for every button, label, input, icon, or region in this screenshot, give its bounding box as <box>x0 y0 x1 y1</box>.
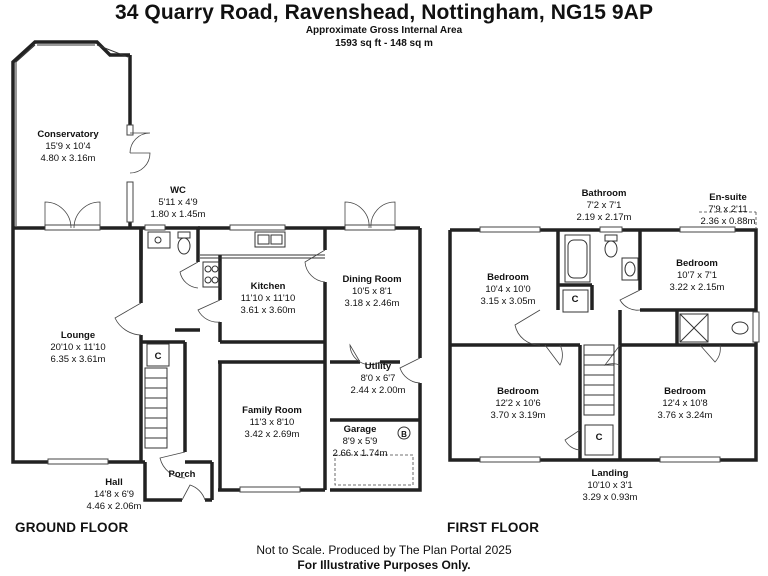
room-label-garage: Garage 8'9 x 5'9 2.66 x 1.74m B <box>333 424 408 459</box>
svg-text:3.15 x 3.05m: 3.15 x 3.05m <box>481 296 536 307</box>
svg-text:15'9 x 10'4: 15'9 x 10'4 <box>45 141 90 152</box>
ground-floor-doors <box>44 132 421 501</box>
svg-text:Bedroom: Bedroom <box>497 386 539 397</box>
svg-text:2.66 x 1.74m: 2.66 x 1.74m <box>333 448 388 459</box>
svg-text:10'4 x 10'0: 10'4 x 10'0 <box>485 284 530 295</box>
footer-disclaimer: For Illustrative Purposes Only. <box>297 558 471 572</box>
room-label-landing: Landing 10'10 x 3'1 3.29 x 0.93m <box>583 468 638 503</box>
svg-text:6.35 x 3.61m: 6.35 x 3.61m <box>51 354 106 365</box>
svg-text:10'10 x 3'1: 10'10 x 3'1 <box>587 480 632 491</box>
room-label-hall: Hall 14'8 x 6'9 4.46 x 2.06m <box>87 477 142 512</box>
svg-text:5'11 x 4'9: 5'11 x 4'9 <box>158 197 197 208</box>
svg-text:2.36 x 0.88m: 2.36 x 0.88m <box>701 216 756 227</box>
svg-text:3.76 x 3.24m: 3.76 x 3.24m <box>658 410 713 421</box>
svg-text:3.61 x 3.60m: 3.61 x 3.60m <box>241 305 296 316</box>
svg-text:11'10 x 11'10: 11'10 x 11'10 <box>241 293 296 304</box>
svg-text:20'10 x 11'10: 20'10 x 11'10 <box>50 342 105 353</box>
room-label-kitchen: Kitchen 11'10 x 11'10 3.61 x 3.60m <box>241 281 296 316</box>
svg-text:En-suite: En-suite <box>709 192 746 203</box>
svg-text:Hall: Hall <box>105 477 122 488</box>
room-label-bedroom-1: Bedroom 10'4 x 10'0 3.15 x 3.05m <box>481 272 536 307</box>
svg-text:3.22 x 2.15m: 3.22 x 2.15m <box>670 282 725 293</box>
svg-text:3.70 x 3.19m: 3.70 x 3.19m <box>491 410 546 421</box>
first-floor-fixtures <box>562 234 749 456</box>
ground-floor-fixtures <box>144 231 414 486</box>
svg-text:Bedroom: Bedroom <box>664 386 706 397</box>
svg-text:12'2 x 10'6: 12'2 x 10'6 <box>495 398 540 409</box>
cupboard-marker: C <box>596 432 603 443</box>
svg-text:4.46 x 2.06m: 4.46 x 2.06m <box>87 501 142 512</box>
svg-text:Bedroom: Bedroom <box>487 272 529 283</box>
svg-text:3.18 x 2.46m: 3.18 x 2.46m <box>345 298 400 309</box>
svg-text:WC: WC <box>170 185 186 196</box>
svg-text:Conservatory: Conservatory <box>37 129 99 140</box>
svg-text:7'9 x 2'11: 7'9 x 2'11 <box>708 204 747 215</box>
page-title: 34 Quarry Road, Ravenshead, Nottingham, … <box>114 1 654 24</box>
room-label-bedroom-3: Bedroom 12'2 x 10'6 3.70 x 3.19m <box>491 386 546 421</box>
room-label-utility: Utility 8'0 x 6'7 2.44 x 2.00m <box>351 361 406 396</box>
svg-text:8'0 x 6'7: 8'0 x 6'7 <box>361 373 396 384</box>
svg-text:Dining Room: Dining Room <box>342 274 401 285</box>
room-label-porch: Porch <box>169 469 196 480</box>
area-label: Approximate Gross Internal Area <box>305 25 463 36</box>
first-floor-label: FIRST FLOOR <box>447 520 540 535</box>
room-label-lounge: Lounge 20'10 x 11'10 6.35 x 3.61m <box>50 330 105 365</box>
cupboard-marker: C <box>572 294 579 305</box>
first-floor-windows <box>479 211 760 463</box>
svg-text:1.80 x 1.45m: 1.80 x 1.45m <box>151 209 206 220</box>
area-value: 1593 sq ft - 148 sq m <box>335 38 433 49</box>
svg-text:11'3 x 8'10: 11'3 x 8'10 <box>250 417 295 428</box>
svg-text:Garage: Garage <box>344 424 377 435</box>
first-floor-walls <box>448 228 758 462</box>
room-label-family: Family Room 11'3 x 8'10 3.42 x 2.69m <box>242 405 302 440</box>
svg-text:Porch: Porch <box>169 469 196 480</box>
svg-text:Landing: Landing <box>592 468 629 479</box>
svg-text:12'4 x 10'8: 12'4 x 10'8 <box>662 398 707 409</box>
svg-text:10'7 x 7'1: 10'7 x 7'1 <box>677 270 717 281</box>
svg-text:Kitchen: Kitchen <box>251 281 286 292</box>
svg-text:3.42 x 2.69m: 3.42 x 2.69m <box>245 429 300 440</box>
first-floor-doors <box>514 289 721 451</box>
footer-scale-note: Not to Scale. Produced by The Plan Porta… <box>256 543 512 557</box>
room-label-bedroom-4: Bedroom 12'4 x 10'8 3.76 x 3.24m <box>658 386 713 421</box>
svg-text:Bedroom: Bedroom <box>676 258 718 269</box>
room-label-dining: Dining Room 10'5 x 8'1 3.18 x 2.46m <box>342 274 401 309</box>
cupboard-marker: C <box>155 351 162 362</box>
svg-text:Bathroom: Bathroom <box>582 188 627 199</box>
room-label-wc: WC 5'11 x 4'9 1.80 x 1.45m <box>151 185 206 220</box>
svg-text:2.19 x 2.17m: 2.19 x 2.17m <box>577 212 632 223</box>
room-label-bedroom-2: Bedroom 10'7 x 7'1 3.22 x 2.15m <box>670 258 725 293</box>
svg-text:10'5 x 8'1: 10'5 x 8'1 <box>352 286 392 297</box>
svg-text:4.80 x 3.16m: 4.80 x 3.16m <box>41 153 96 164</box>
svg-text:7'2 x 7'1: 7'2 x 7'1 <box>587 200 622 211</box>
svg-text:3.29 x 0.93m: 3.29 x 0.93m <box>583 492 638 503</box>
svg-text:2.44 x 2.00m: 2.44 x 2.00m <box>351 385 406 396</box>
room-label-conservatory: Conservatory 15'9 x 10'4 4.80 x 3.16m <box>37 129 99 164</box>
ground-floor-label: GROUND FLOOR <box>15 520 129 535</box>
room-label-bathroom: Bathroom 7'2 x 7'1 2.19 x 2.17m <box>577 188 632 223</box>
svg-text:Family Room: Family Room <box>242 405 302 416</box>
svg-text:8'9 x 5'9: 8'9 x 5'9 <box>343 436 378 447</box>
svg-text:Lounge: Lounge <box>61 330 95 341</box>
svg-text:14'8 x 6'9: 14'8 x 6'9 <box>94 489 134 500</box>
svg-text:B: B <box>401 430 407 439</box>
room-label-ensuite: En-suite 7'9 x 2'11 2.36 x 0.88m <box>701 192 756 227</box>
svg-text:Utility: Utility <box>365 361 392 372</box>
